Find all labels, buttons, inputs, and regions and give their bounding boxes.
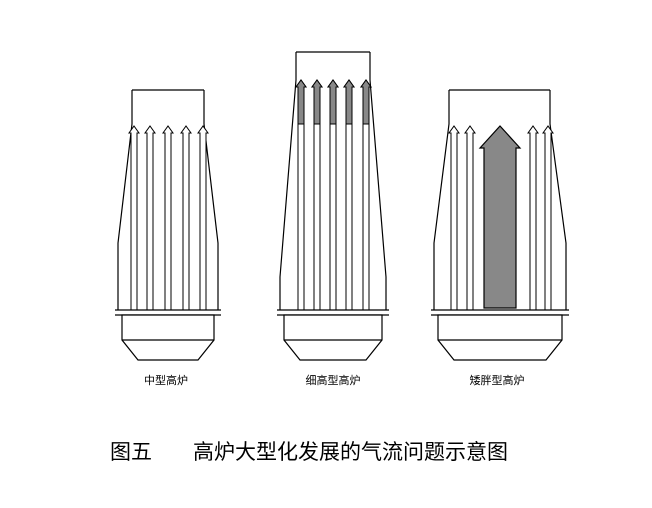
squat-hearth <box>437 314 563 361</box>
medium-gas-arrow <box>197 125 209 311</box>
slim-shell-left <box>279 52 297 310</box>
slim-gas-arrow-shade <box>343 79 355 125</box>
label-medium-furnace: 中型高炉 <box>144 373 188 387</box>
squat-shell-left <box>433 90 450 310</box>
figure-caption: 图五 高炉大型化发展的气流问题示意图 <box>0 436 652 466</box>
medium-gas-arrow <box>180 125 192 311</box>
furnace-squat <box>431 89 569 361</box>
medium-hearth <box>121 314 215 361</box>
slim-gas-arrow-shade <box>360 79 372 125</box>
furnace-medium <box>115 89 221 361</box>
medium-shell-right <box>203 90 219 310</box>
slim-gas-arrow-shade <box>327 79 339 125</box>
slim-shell-right <box>369 52 387 310</box>
furnace-slim <box>277 51 389 361</box>
label-slim-furnace: 细高型高炉 <box>306 373 361 387</box>
slim-hearth <box>283 314 383 361</box>
squat-gas-arrow <box>527 125 539 311</box>
squat-gas-arrow <box>464 125 476 311</box>
squat-gas-arrow <box>448 125 460 311</box>
medium-gas-arrow <box>128 125 140 311</box>
squat-central-gas-arrow <box>478 125 522 309</box>
caption-text: 高炉大型化发展的气流问题示意图 <box>193 440 508 464</box>
medium-shell-left <box>117 90 133 310</box>
squat-gas-arrow <box>542 125 554 311</box>
medium-gas-arrow <box>144 125 156 311</box>
slim-gas-arrow-shade <box>311 79 323 125</box>
label-squat-furnace: 矮胖型高炉 <box>470 373 525 387</box>
medium-gas-arrow <box>162 125 174 311</box>
caption-number: 图五 <box>110 440 152 464</box>
squat-shell-right <box>549 90 567 310</box>
slim-gas-arrow-shade <box>295 79 307 125</box>
